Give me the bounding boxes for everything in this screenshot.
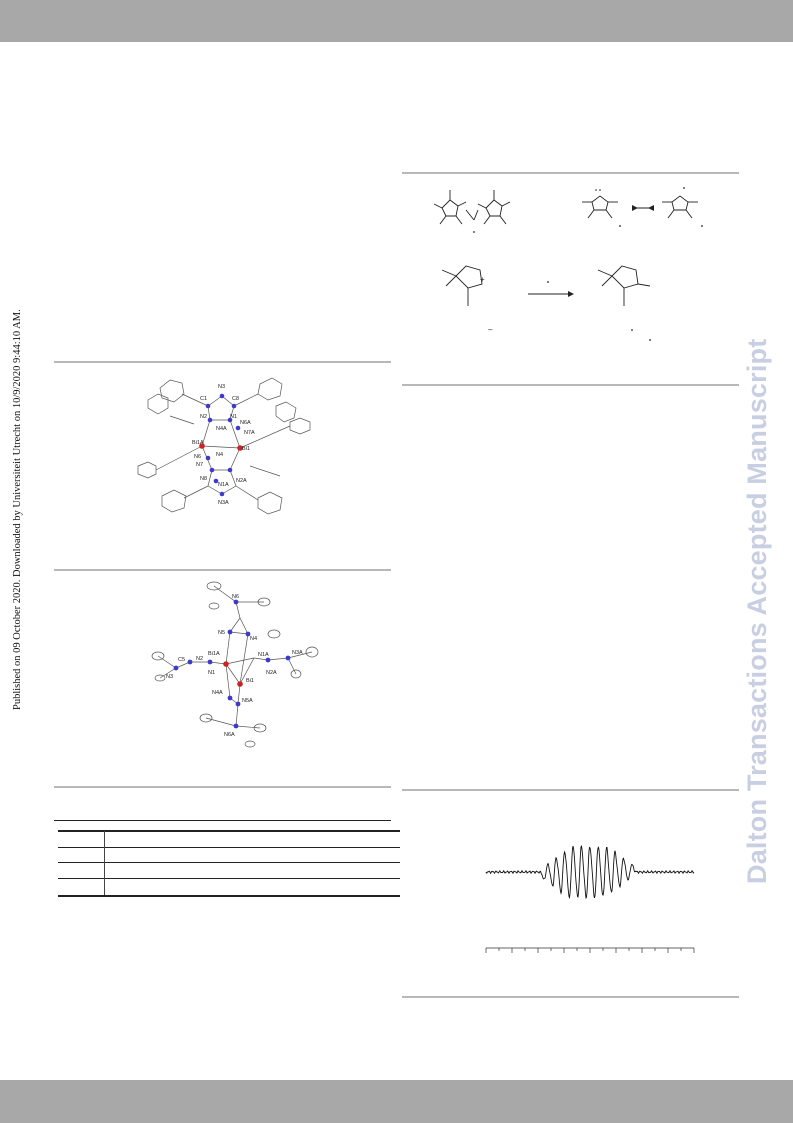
figure1-atom-label: N6A: [240, 420, 251, 426]
figure2-top-rule: [54, 569, 391, 571]
figure2-atom-label: N1A: [258, 652, 269, 658]
figure1-atom-label: Bi1A: [192, 440, 204, 446]
figure2-atom-label: N3: [166, 674, 173, 680]
figure1-atom-label: C8: [232, 396, 239, 402]
footer-bar: [0, 1080, 793, 1123]
scheme-top-rule: [402, 172, 739, 174]
figure1-atom-label: N3: [218, 384, 225, 390]
svg-text:–: –: [488, 325, 493, 334]
reaction-scheme: + –: [433, 187, 703, 341]
accepted-manuscript-watermark: Dalton Transactions Accepted Manuscript: [742, 338, 772, 884]
scheme-bottom-rule: [402, 384, 739, 386]
figure2-atom-label: N5A: [242, 698, 253, 704]
figure1-atom-label: N4A: [216, 426, 227, 432]
figure2-atom-label: N6: [232, 594, 239, 600]
svg-text:+: +: [480, 275, 485, 284]
figure1-atom-label: N8: [200, 476, 207, 482]
figure2-atom-label: N3A: [292, 650, 303, 656]
figure2-crystal-structure: N6 N5 N4 Bi1A N1A N3A C5 N2 N1 Bi1 N2A N…: [151, 581, 319, 748]
spectrum-bottom-rule: [402, 996, 739, 998]
table-column-divider: [104, 831, 105, 895]
figure1-atom-label: N1A: [218, 482, 229, 488]
figure1-atom-label: Bi1: [242, 446, 250, 452]
table-top-rule: [54, 786, 391, 788]
table-header-rule: [58, 830, 400, 832]
table-title-rule: [54, 820, 391, 821]
figure2-atom-label: Bi1A: [208, 651, 220, 657]
figure1-atom-label: N3A: [218, 500, 229, 506]
figure2-atom-label: N5: [218, 630, 225, 636]
figure2-atom-label: N4A: [212, 690, 223, 696]
figure2-atom-label: N4: [250, 636, 257, 642]
figure2-atom-label: N1: [208, 670, 215, 676]
figure1-atom-label: N7: [196, 462, 203, 468]
epr-field-ticks: [485, 948, 695, 953]
published-note: Published on 09 October 2020. Downloaded…: [12, 309, 23, 710]
figure1-atom-label: N2A: [236, 478, 247, 484]
figure2-atom-label: N2A: [266, 670, 277, 676]
figure1-atom-label: N4: [216, 452, 223, 458]
spectrum-top-rule: [402, 789, 739, 791]
figure2-atom-label: N6A: [224, 732, 235, 738]
figure1-atom-label: N6: [194, 454, 201, 460]
figure2-atom-label: Bi1: [246, 678, 254, 684]
table-row-rule: [58, 878, 400, 879]
figure2-atom-label: N2: [196, 656, 203, 662]
figure1-atom-label: N2: [200, 414, 207, 420]
table-bottom-rule: [58, 895, 400, 897]
header-bar: [0, 0, 793, 42]
figure1-top-rule: [54, 361, 391, 363]
figure1-atom-label: C1: [200, 396, 207, 402]
table-row-rule: [58, 847, 400, 848]
table-row-rule: [58, 862, 400, 863]
epr-spectrum: [485, 845, 695, 953]
figure1-atom-label: N1: [230, 414, 237, 420]
figure2-atom-label: C5: [178, 657, 185, 663]
epr-trace: [485, 845, 695, 900]
figure1-crystal-structure: N3 C1 C8 N2 N1 N4A N6A N7A Bi1A N6 N4 Bi…: [137, 377, 311, 515]
figure1-atom-label: N7A: [244, 430, 255, 436]
